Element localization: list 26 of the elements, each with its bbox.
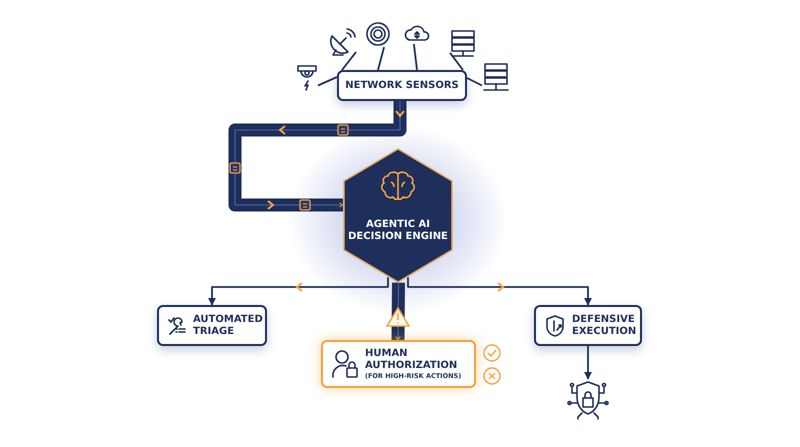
- connector-arrow: [407, 277, 592, 306]
- connector-line: [413, 44, 418, 70]
- node-label: HUMAN AUTHORIZATION: [365, 348, 458, 372]
- connector-line: [318, 76, 338, 86]
- connector-line: [341, 52, 357, 71]
- connector-arrow: [584, 346, 592, 380]
- shield-lock-icon: [568, 379, 608, 421]
- node-label: AUTOMATED TRIAGE: [193, 314, 263, 338]
- connector-line: [466, 77, 482, 86]
- process-box: [321, 340, 476, 388]
- process-box: [157, 305, 267, 346]
- process-box: [337, 70, 467, 101]
- node-label: NETWORK SENSORS: [345, 80, 459, 92]
- node-label: AGENTIC AI DECISION ENGINE: [348, 219, 448, 243]
- node-label: DEFENSIVE EXECUTION: [572, 314, 636, 338]
- pipe-connector: [228, 101, 406, 212]
- connector-line: [449, 52, 464, 71]
- connector-arrow: [208, 277, 389, 306]
- target-icon: [365, 21, 391, 47]
- process-box: [534, 305, 642, 346]
- server-icon: [482, 62, 510, 94]
- satellite-dish-icon: [328, 28, 356, 56]
- connector-line: [377, 46, 385, 70]
- camera-icon: [296, 62, 318, 92]
- pipe-connector: [392, 282, 405, 340]
- server-icon: [450, 29, 476, 59]
